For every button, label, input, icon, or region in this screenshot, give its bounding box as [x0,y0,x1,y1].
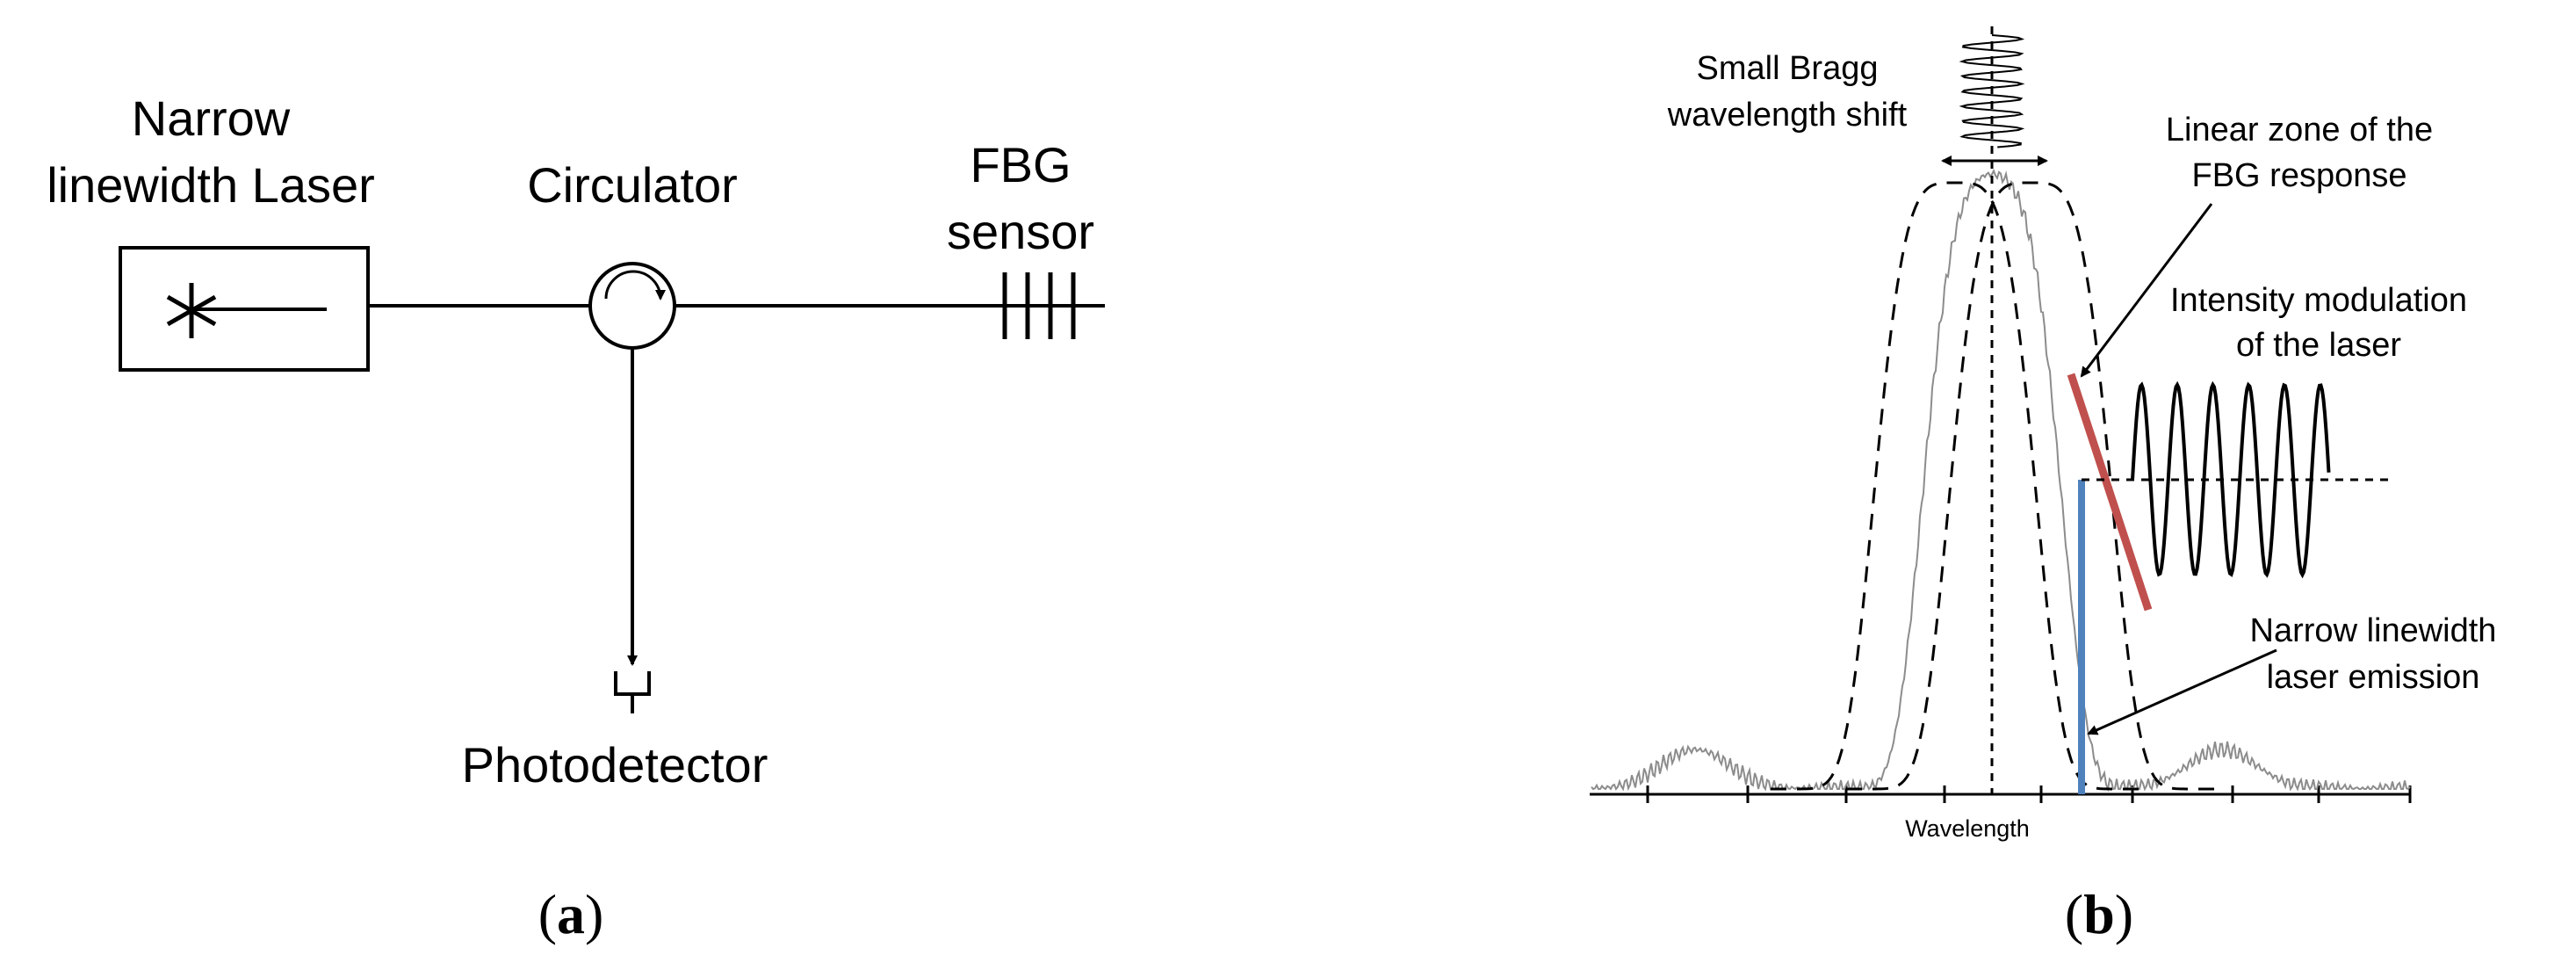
photodetector-label: Photodetector [462,737,768,793]
laser-emission-label-line2: laser emission [2267,659,2480,696]
photodetector-icon [614,671,651,713]
strain-modulation-wave [1959,34,2025,148]
panel-a: Narrow linewidth Laser Circulator FBG se… [47,90,1105,945]
fbg-label-line2: sensor [947,204,1094,259]
laser-emission-arrow [2087,648,2277,735]
laser-label-line1: Narrow [132,90,291,146]
linear-zone-segment [2067,373,2153,612]
caption-b: (b) [2065,883,2133,945]
laser-label-line2: linewidth Laser [47,157,375,213]
wavelength-axis-label: Wavelength [1905,815,2030,842]
fbg-label-line1: FBG [970,137,1071,192]
circulator-icon [588,262,676,350]
fbg-measured-spectrum [1591,168,2411,793]
fbg-shifted-spectrum-right [1846,181,2215,791]
intensity-label-line2: of the laser [2236,327,2401,364]
circulator-label: Circulator [527,157,738,213]
shift-label-line2: wavelength shift [1667,97,1908,134]
intensity-label-line1: Intensity modulation [2170,282,2467,319]
linear-zone-arrow [2080,203,2213,378]
fbg-grating-icon [1002,272,1076,339]
intensity-modulation-wave [2131,380,2331,579]
shift-label-line1: Small Bragg [1697,50,1879,87]
laser-box [119,246,370,372]
panel-b: Wavelength Small Bragg wavelength shift … [1590,26,2496,945]
caption-a: (a) [538,883,604,945]
laser-emission-label-line1: Narrow linewidth [2250,612,2497,649]
linear-zone-label-line1: Linear zone of the [2166,112,2433,148]
linear-zone-label-line2: FBG response [2192,157,2407,194]
